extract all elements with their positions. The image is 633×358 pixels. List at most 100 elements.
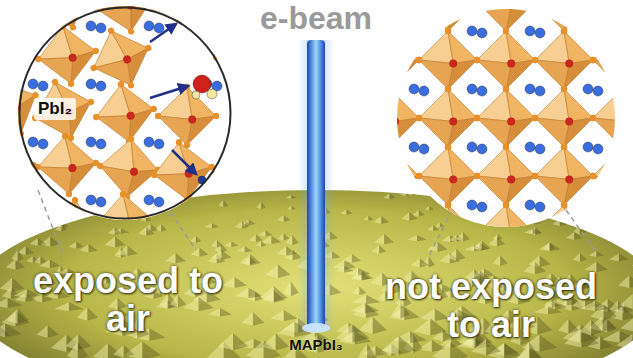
beam-label: e-beam xyxy=(216,2,416,36)
pbi6-octahedron xyxy=(33,131,102,200)
atom xyxy=(144,21,154,31)
pbi6-octahedron xyxy=(95,134,164,203)
atom xyxy=(467,142,477,152)
atom xyxy=(419,202,429,212)
atom xyxy=(535,86,545,96)
pbi6-octahedron xyxy=(474,144,538,208)
leader-line xyxy=(170,212,196,250)
atom xyxy=(86,21,96,31)
condition-label: exposed to air xyxy=(8,262,248,338)
atom xyxy=(154,23,164,33)
pbi6-octahedron xyxy=(474,86,538,150)
atom xyxy=(207,182,212,187)
atom xyxy=(477,202,487,212)
pbi6-octahedron xyxy=(89,77,162,150)
atom xyxy=(525,84,535,94)
atom xyxy=(86,79,96,89)
condition-label: not exposed to air xyxy=(366,268,616,344)
leader-line xyxy=(38,190,62,252)
atom xyxy=(212,197,222,207)
pbi6-octahedron xyxy=(91,189,160,258)
atom xyxy=(38,139,48,149)
atom xyxy=(207,89,217,99)
atom xyxy=(96,23,106,33)
atom xyxy=(593,86,603,96)
atom xyxy=(525,142,535,152)
atom xyxy=(38,23,48,33)
atom xyxy=(28,195,38,205)
pbi6-octahedron xyxy=(590,144,633,208)
pbi6-octahedron xyxy=(416,144,480,208)
atom xyxy=(467,84,477,94)
pbi6-octahedron xyxy=(136,0,221,40)
pbi6-octahedron xyxy=(590,0,633,34)
atom xyxy=(28,21,38,31)
pbi6-octahedron xyxy=(153,192,222,261)
atom xyxy=(535,144,545,154)
atom xyxy=(409,142,419,152)
atom xyxy=(193,75,211,93)
atom xyxy=(202,21,212,31)
pbi6-octahedron xyxy=(590,86,633,150)
inset-circle: PbI₂ xyxy=(18,6,232,220)
pbi6-octahedron xyxy=(532,202,596,266)
pbi6-octahedron xyxy=(532,28,596,92)
atom xyxy=(419,86,429,96)
pbi6-octahedron xyxy=(358,202,422,266)
atom xyxy=(593,28,603,38)
atom xyxy=(467,26,477,36)
release-arrow xyxy=(150,86,188,98)
release-arrow xyxy=(172,150,196,174)
pbi6-octahedron xyxy=(0,0,45,33)
pbi6-octahedron xyxy=(474,202,538,266)
crystal-lattice xyxy=(358,0,633,266)
atom xyxy=(28,79,38,89)
pbi6-octahedron xyxy=(358,144,422,208)
pbi6-octahedron xyxy=(590,202,633,266)
atom xyxy=(477,144,487,154)
compound-label: PbI₂ xyxy=(34,98,76,120)
atom xyxy=(86,195,96,205)
atom xyxy=(419,28,429,38)
pbi6-octahedron xyxy=(23,70,103,150)
atom xyxy=(409,200,419,210)
atom xyxy=(154,197,164,207)
pbi6-octahedron xyxy=(87,0,163,41)
atom xyxy=(535,202,545,212)
atom xyxy=(593,202,603,212)
pbi6-octahedron xyxy=(416,202,480,266)
atom xyxy=(583,84,593,94)
atom xyxy=(477,28,487,38)
release-arrow xyxy=(150,24,176,42)
leader-line xyxy=(566,210,596,252)
atom xyxy=(409,26,419,36)
pbi6-octahedron xyxy=(31,19,104,92)
beam-spot xyxy=(302,323,330,333)
atom xyxy=(467,200,477,210)
atom xyxy=(192,91,200,99)
atom xyxy=(212,23,222,33)
atom xyxy=(96,139,106,149)
atom xyxy=(409,84,419,94)
leader-line xyxy=(428,210,452,258)
pbi6-octahedron xyxy=(147,135,220,208)
pbi6-octahedron xyxy=(80,17,163,100)
atom xyxy=(583,200,593,210)
atom xyxy=(525,26,535,36)
crystal-lattice xyxy=(0,0,281,265)
pbi6-octahedron xyxy=(205,193,278,266)
material-label: MAPbI₃ xyxy=(236,337,396,353)
atom xyxy=(28,137,38,147)
atom xyxy=(477,86,487,96)
pbi6-octahedron xyxy=(590,28,633,92)
atom xyxy=(96,81,106,91)
atom xyxy=(144,195,154,205)
pbi6-octahedron xyxy=(416,86,480,150)
atom xyxy=(535,28,545,38)
atom xyxy=(419,144,429,154)
atom xyxy=(154,139,164,149)
pbi6-octahedron xyxy=(358,86,422,150)
atom xyxy=(583,142,593,152)
atom xyxy=(38,197,48,207)
